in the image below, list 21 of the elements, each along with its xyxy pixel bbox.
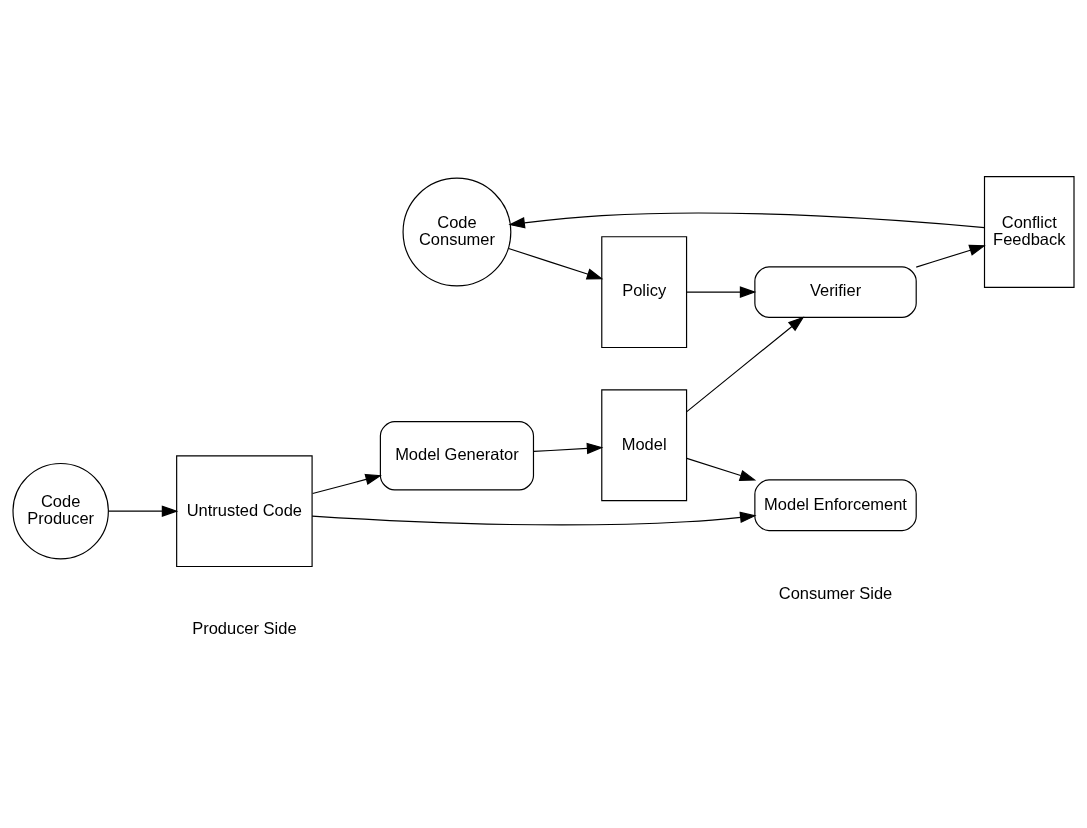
node-box: Untrusted Code — [176, 455, 313, 568]
node-box: Model — [601, 389, 688, 502]
arrow — [508, 212, 986, 229]
node-box: Model Generator — [379, 421, 535, 491]
arrow — [312, 473, 382, 495]
node-box: Verifier — [754, 266, 917, 319]
label: Consumer Side — [778, 584, 893, 603]
label: Producer Side — [192, 619, 297, 638]
arrow — [107, 505, 179, 517]
arrow — [686, 316, 805, 413]
node-box: Conflict Feedback — [983, 176, 1075, 288]
node-circle: Code Consumer — [402, 177, 512, 287]
node-box: Policy — [601, 236, 688, 349]
node-circle: Code Producer — [12, 462, 109, 560]
arrow — [915, 244, 986, 268]
arrow — [686, 286, 757, 298]
arrow — [311, 511, 757, 526]
arrow — [508, 247, 604, 280]
arrow — [533, 442, 604, 455]
node-box: Model Enforcement — [754, 479, 917, 532]
arrow — [686, 457, 757, 481]
